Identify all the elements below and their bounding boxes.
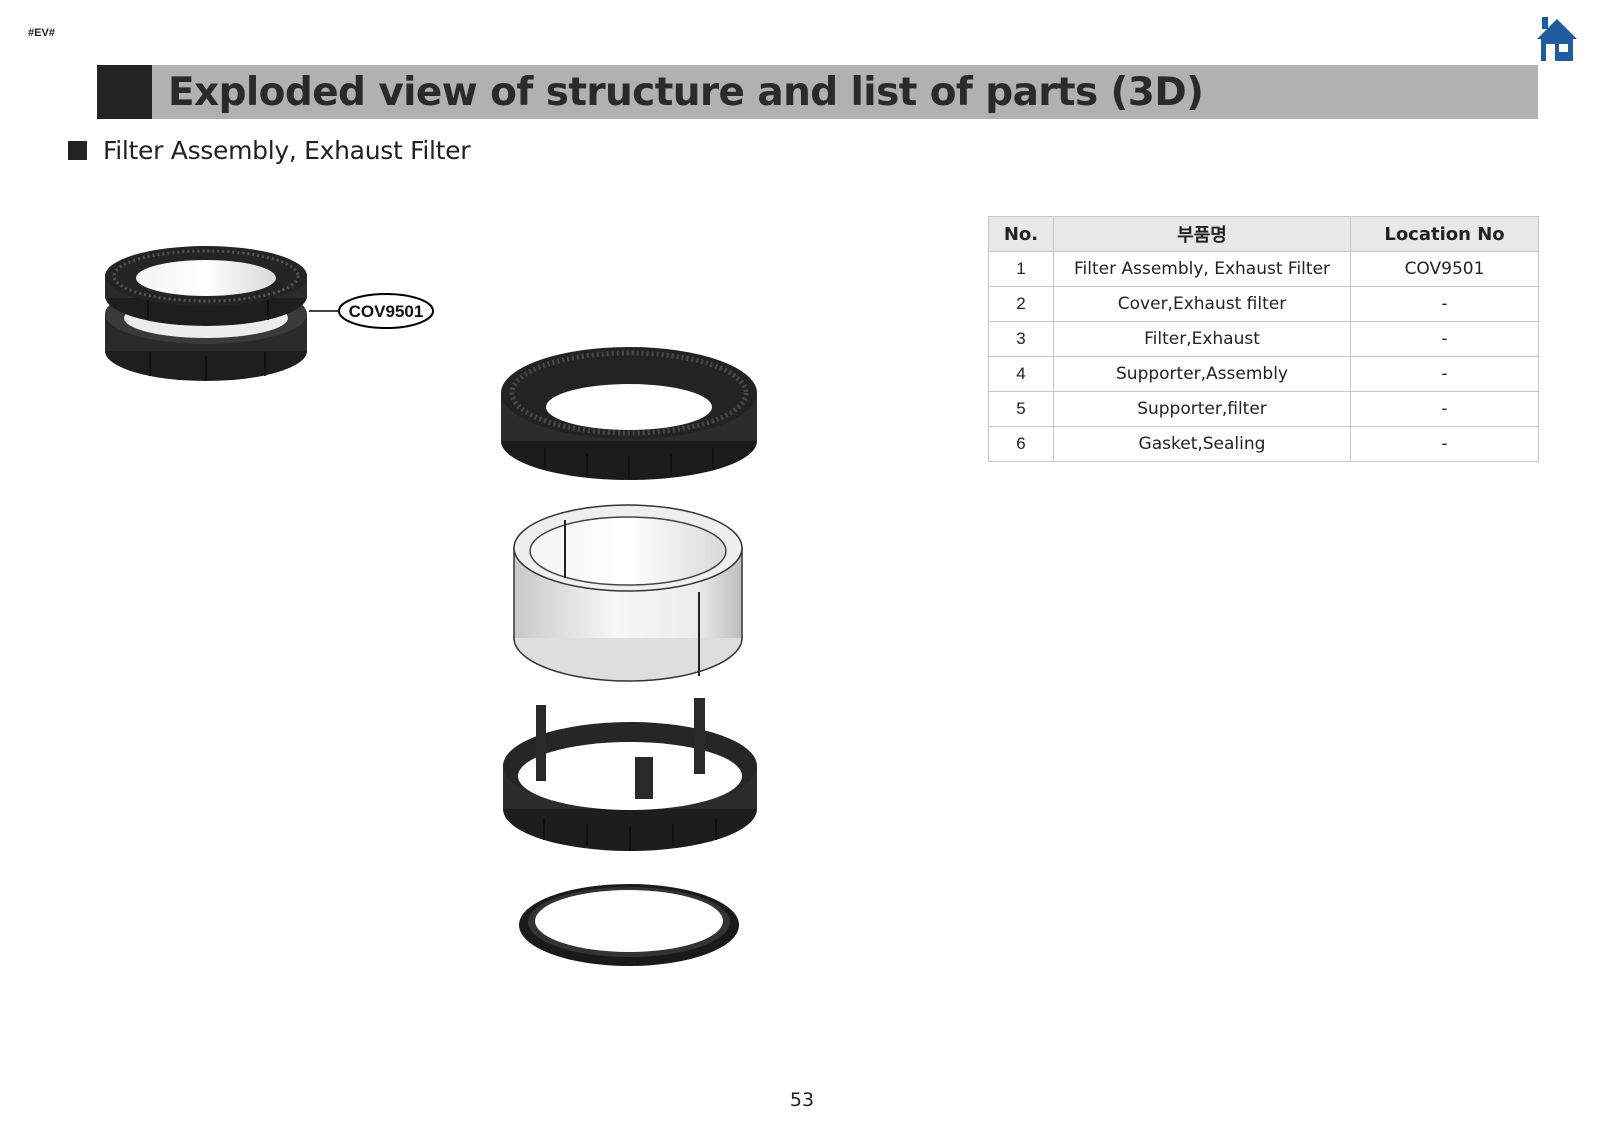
cell-part-name: Gasket,Sealing	[1053, 426, 1351, 462]
column-header-part-name: 부품명	[1053, 216, 1351, 252]
column-header-location-no: Location No	[1350, 216, 1539, 252]
cell-no: 1	[988, 251, 1054, 287]
column-header-no: No.	[988, 216, 1054, 252]
cell-location-no: -	[1350, 426, 1539, 462]
supporter-assembly-image	[503, 698, 757, 851]
document-tag: #EV#	[28, 27, 55, 39]
cell-location-no: -	[1350, 286, 1539, 322]
title-bar: Exploded view of structure and list of p…	[152, 65, 1538, 119]
cell-part-name: Supporter,filter	[1053, 391, 1351, 427]
table-row: 6 Gasket,Sealing -	[988, 426, 1539, 462]
cell-no: 4	[988, 356, 1054, 392]
cell-part-name: Cover,Exhaust filter	[1053, 286, 1351, 322]
assembled-filter-image	[105, 246, 307, 381]
gasket-sealing-image	[519, 884, 739, 966]
cell-location-no: -	[1350, 391, 1539, 427]
table-row: 5 Supporter,filter -	[988, 391, 1539, 427]
page-number: 53	[789, 1089, 815, 1111]
parts-table: No. 부품명 Location No 1 Filter Assembly, E…	[988, 216, 1539, 462]
exhaust-filter-image	[513, 504, 743, 682]
part-callout: COV9501	[309, 293, 434, 329]
callout-label: COV9501	[349, 302, 424, 321]
table-row: 1 Filter Assembly, Exhaust Filter COV950…	[988, 251, 1539, 287]
table-row: 2 Cover,Exhaust filter -	[988, 286, 1539, 322]
cell-location-no: COV9501	[1350, 251, 1539, 287]
cell-no: 5	[988, 391, 1054, 427]
cell-part-name: Filter,Exhaust	[1053, 321, 1351, 357]
cell-no: 2	[988, 286, 1054, 322]
cell-location-no: -	[1350, 356, 1539, 392]
title-accent-block	[97, 65, 152, 119]
cell-part-name: Filter Assembly, Exhaust Filter	[1053, 251, 1351, 287]
table-row: 3 Filter,Exhaust -	[988, 321, 1539, 357]
cell-no: 6	[988, 426, 1054, 462]
cell-location-no: -	[1350, 321, 1539, 357]
section-bullet-icon	[68, 141, 87, 160]
home-button[interactable]	[1535, 15, 1579, 63]
section-heading: Filter Assembly, Exhaust Filter	[68, 136, 471, 165]
home-icon	[1537, 17, 1577, 61]
cell-part-name: Supporter,Assembly	[1053, 356, 1351, 392]
cover-exhaust-filter-image	[501, 347, 757, 480]
table-header-row: No. 부품명 Location No	[988, 216, 1539, 252]
section-title: Filter Assembly, Exhaust Filter	[103, 136, 471, 165]
page-title: Exploded view of structure and list of p…	[168, 69, 1204, 115]
table-row: 4 Supporter,Assembly -	[988, 356, 1539, 392]
cell-no: 3	[988, 321, 1054, 357]
